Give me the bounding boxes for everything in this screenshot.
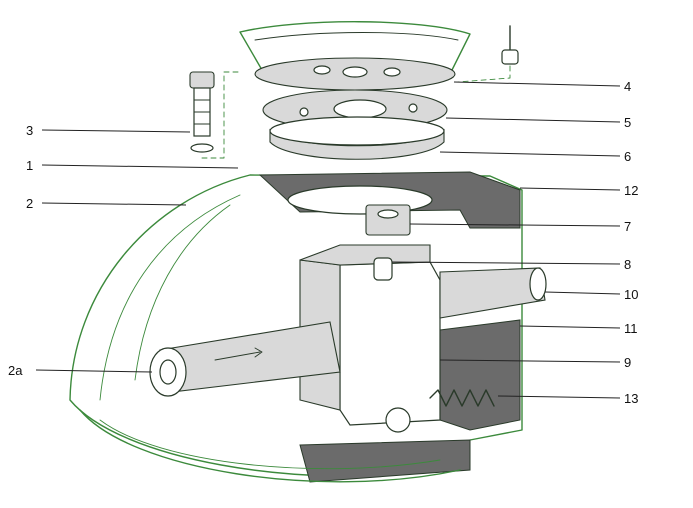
label-1: 1	[26, 158, 33, 173]
label-3: 3	[26, 123, 33, 138]
bolt-part-3	[189, 71, 215, 153]
label-13: 13	[624, 391, 638, 406]
label-12: 12	[624, 183, 638, 198]
label-4: 4	[624, 79, 631, 94]
label-10: 10	[624, 287, 638, 302]
label-11: 11	[624, 321, 638, 336]
label-8: 8	[624, 257, 631, 272]
plate-part-4	[254, 57, 456, 91]
label-5: 5	[624, 115, 631, 130]
housing-body	[69, 171, 523, 483]
leader-lines	[35, 81, 621, 399]
label-7: 7	[624, 219, 631, 234]
assembly-dashed-lines	[197, 65, 511, 159]
valve-part-7	[365, 204, 411, 236]
label-2a: 2a	[8, 363, 23, 378]
cylinder-part-10	[439, 267, 547, 319]
piston-rod-part-2a	[149, 321, 341, 397]
pin-part-8	[373, 257, 393, 281]
spring-part-13	[385, 389, 495, 433]
label-9: 9	[624, 355, 631, 370]
screw-small	[501, 25, 519, 65]
disc-part-6	[269, 116, 445, 160]
label-6: 6	[624, 149, 631, 164]
callout-labels: 3 1 2 2a 4 5 6 12 7 8 10 11 9 13	[8, 79, 638, 406]
label-2: 2	[26, 196, 33, 211]
